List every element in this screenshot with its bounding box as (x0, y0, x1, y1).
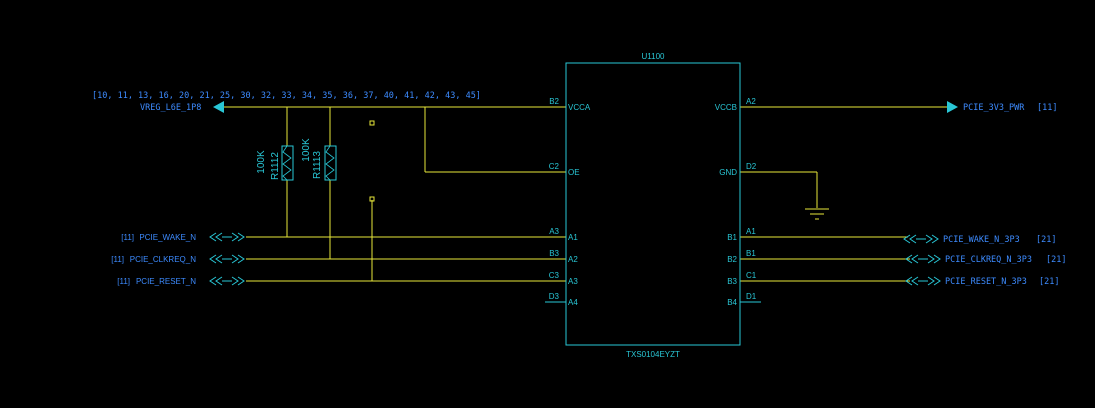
ic-pin-name-a4: A4 (568, 298, 578, 307)
pcie-3v3-page-ref: [11] (1037, 103, 1057, 113)
offpage-connector-right-1 (903, 234, 939, 244)
ic-refdes: U1100 (642, 52, 666, 61)
ic-pin-name-a2: A2 (568, 255, 578, 264)
ic-pin-name-b2: B2 (727, 255, 737, 264)
offpage-connector-left-2 (209, 254, 245, 264)
r1113-value: 100K (301, 138, 312, 162)
page-ref-right-3: [21] (1039, 277, 1059, 287)
net-label-right-pcie-reset-n-3p3[interactable]: PCIE_RESET_N_3P3 (945, 277, 1027, 287)
ic-pin-name-vcca: VCCA (568, 103, 591, 112)
r1112-value: 100K (256, 150, 267, 174)
net-label-right-pcie-clkreq-n-3p3[interactable]: PCIE_CLKREQ_N_3P3 (945, 255, 1032, 265)
ic-pin-ball-c2: C2 (549, 162, 560, 171)
ground-symbol (805, 208, 829, 220)
pcie-3v3-net-label[interactable]: PCIE_3V3_PWR (963, 103, 1025, 113)
ic-pin-name-vccb: VCCB (715, 103, 737, 112)
page-ref-left-3: [11] (117, 277, 130, 286)
ic-pin-ball-d1: D1 (746, 292, 757, 301)
pcie-3v3-flag-arrow (947, 101, 958, 113)
vreg-page-refs: [10, 11, 13, 16, 20, 21, 25, 30, 32, 33,… (92, 91, 481, 101)
ic-pin-name-gnd: GND (719, 168, 737, 177)
offpage-connector-left-3 (209, 276, 245, 286)
ic-pin-name-b4: B4 (727, 298, 737, 307)
net-label-left-pcie-clkreq-n[interactable]: PCIE_CLKREQ_N (130, 255, 196, 264)
offpage-connector-right-3 (905, 276, 941, 286)
page-ref-left-1: [11] (121, 233, 134, 242)
junction-marker-top (369, 120, 375, 126)
ic-pin-ball-d3: D3 (549, 292, 560, 301)
ic-body[interactable] (565, 62, 741, 346)
net-label-left-pcie-reset-n[interactable]: PCIE_RESET_N (136, 277, 196, 286)
offpage-connector-left-1 (209, 232, 245, 242)
r1112-refdes: R1112 (270, 152, 281, 180)
wires (215, 106, 948, 282)
junction-marker-bottom (369, 196, 375, 202)
ic-pin-name-a3: A3 (568, 277, 578, 286)
left-offpage-connectors: PCIE_WAKE_N [11] PCIE_CLKREQ_N [11] PCIE_RES… (111, 232, 245, 286)
ic-pin-ball-a2: A2 (746, 97, 756, 106)
ic-pin-ball-b1: B1 (746, 249, 756, 258)
page-ref-left-2: [11] (111, 255, 124, 264)
offpage-connector-right-2 (905, 254, 941, 264)
ic-pin-name-a1: A1 (568, 233, 578, 242)
ic-part-number: TXS0104EYZT (626, 350, 680, 359)
ic-pin-ball-c3: C3 (549, 271, 560, 280)
resistor-r1112[interactable]: 100K R1112 (256, 145, 294, 181)
ic-pin-ball-b3: B3 (549, 249, 559, 258)
ic-pin-ball-a3: A3 (549, 227, 559, 236)
vreg-flag-arrow (213, 101, 224, 113)
page-ref-right-2: [21] (1046, 255, 1066, 265)
ic-pin-ball-a1: A1 (746, 227, 756, 236)
net-label-left-pcie-wake-n[interactable]: PCIE_WAKE_N (139, 233, 196, 242)
right-offpage-connectors: PCIE_WAKE_N_3P3 [21] PCIE_CLKREQ_N_3P3 [21]… (903, 234, 1066, 287)
net-label-right-pcie-wake-n-3p3[interactable]: PCIE_WAKE_N_3P3 (943, 235, 1020, 245)
page-ref-right-1: [21] (1036, 235, 1056, 245)
r1113-refdes: R1113 (312, 151, 323, 179)
ic-pin-ball-c1: C1 (746, 271, 757, 280)
ic-pin-name-oe: OE (568, 168, 580, 177)
resistor-r1113[interactable]: 100K R1113 (301, 138, 337, 181)
ic-pin-ball-d2: D2 (746, 162, 757, 171)
ic-pin-name-b1: B1 (727, 233, 737, 242)
ic-pin-ball-b2: B2 (549, 97, 559, 106)
vreg-net-label[interactable]: VREG_L6E_1P8 (140, 103, 201, 113)
ic-pin-name-b3: B3 (727, 277, 737, 286)
